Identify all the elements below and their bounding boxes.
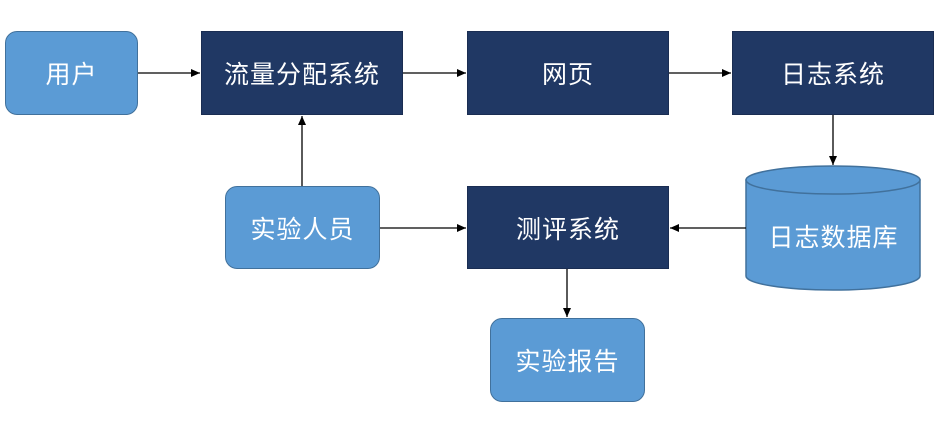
node-traffic-system-label: 流量分配系统 — [223, 60, 380, 89]
node-user-label: 用户 — [45, 60, 98, 89]
node-evaluation-system-label: 测评系统 — [515, 214, 620, 244]
node-web-page: 网页 — [467, 31, 669, 115]
node-user: 用户 — [5, 31, 138, 115]
node-log-system-label: 日志系统 — [780, 60, 885, 89]
node-log-system: 日志系统 — [732, 31, 934, 115]
node-experimenter: 实验人员 — [225, 186, 380, 269]
node-experiment-report-label: 实验报告 — [515, 347, 620, 376]
node-log-database: 日志数据库 — [746, 196, 921, 276]
node-evaluation-system: 测评系统 — [467, 186, 669, 269]
node-experiment-report: 实验报告 — [490, 318, 645, 402]
node-log-database-label: 日志数据库 — [768, 223, 899, 252]
node-experimenter-label: 实验人员 — [250, 214, 355, 244]
database-cylinder — [745, 165, 921, 291]
node-traffic-system: 流量分配系统 — [201, 31, 403, 115]
node-web-page-label: 网页 — [541, 60, 594, 89]
